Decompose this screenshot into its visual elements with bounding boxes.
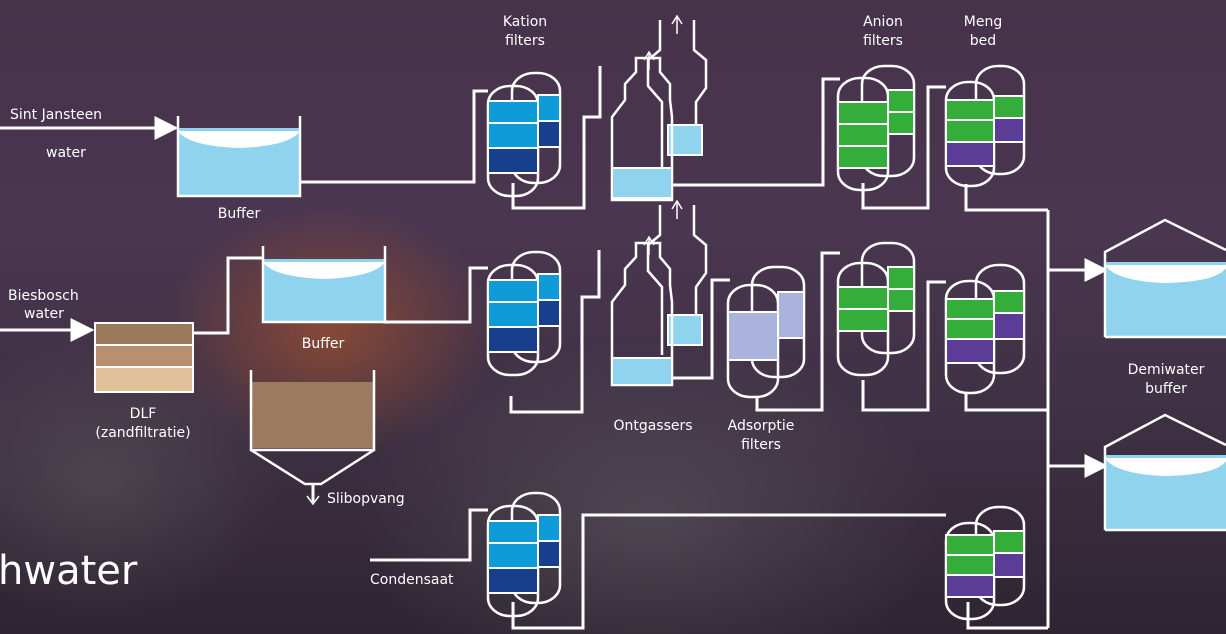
label-bed: bed: [970, 33, 996, 49]
mengbed-unit-3: [944, 505, 1026, 621]
label-anion-filters: filters: [863, 33, 903, 49]
pipe-condensaat-to-kation3: [370, 508, 488, 562]
buffer-biesbosch: [261, 246, 387, 324]
label-sint-jansteen: Sint Jansteen: [10, 107, 102, 123]
label-adsorptie: Adsorptie: [728, 418, 795, 434]
kation-filter-unit-3: [486, 491, 562, 618]
demiwater-buffer-1: [1103, 218, 1226, 339]
buffer-sint-jansteen: [176, 116, 302, 198]
label-dlf: DLF: [130, 406, 157, 422]
label-meng: Meng: [964, 14, 1002, 30]
label-demiwater-buffer: buffer: [1145, 381, 1187, 397]
ontgasser-unit-1: [610, 14, 708, 202]
label-demiwater: Demiwater: [1128, 362, 1205, 378]
kation-filter-unit-1: [486, 71, 562, 198]
label-condensaat: Condensaat: [370, 572, 454, 588]
ontgasser-unit-2: [610, 199, 708, 387]
label-kation: Kation: [503, 14, 547, 30]
label-adsorptie-filters: filters: [741, 437, 781, 453]
slibopvang-settler: [249, 370, 376, 486]
pipe-kation2-to-ontgasser2: [509, 250, 601, 414]
label-buffer-1: Buffer: [218, 206, 261, 222]
label-slibopvang: Slibopvang: [327, 491, 405, 507]
label-kation-filters: filters: [505, 33, 545, 49]
adsorptie-filter-unit: [726, 265, 806, 399]
anion-filter-unit-1: [836, 64, 916, 192]
pipe-anion1-to-meng1: [861, 85, 946, 210]
label-buffer-2: Buffer: [302, 336, 345, 352]
pipe-meng3-to-collector: [966, 602, 1048, 630]
anion-filter-unit-2: [836, 241, 916, 377]
pipe-adsorptie-to-anion2: [755, 251, 840, 412]
label-ontgassers: Ontgassers: [613, 418, 692, 434]
label-sint-water: water: [46, 145, 86, 161]
pipe-anion2-to-meng2: [861, 280, 946, 412]
partial-title-text: hwater: [0, 548, 138, 594]
pipe-meng1-to-collector: [964, 184, 1048, 212]
pipe-buffer2-to-kation2: [383, 266, 488, 324]
label-biesbosch: Biesbosch: [8, 288, 79, 304]
pipe-kation3-to-meng3: [511, 513, 946, 630]
label-zandfiltratie: (zandfiltratie): [95, 425, 190, 441]
dlf-sand-filter: [94, 322, 194, 393]
pipe-ontgasser2-to-adsorptie: [672, 278, 730, 380]
kation-filter-unit-2: [486, 250, 562, 377]
mengbed-unit-2: [944, 263, 1026, 395]
pipes: [0, 66, 1109, 630]
label-anion: Anion: [863, 14, 903, 30]
label-biesbosch-water: water: [24, 306, 64, 322]
pipe-ontgasser1-to-anion1: [672, 77, 840, 187]
pipe-meng2-to-collector: [964, 392, 1048, 412]
demiwater-buffer-2: [1103, 413, 1226, 532]
pipe-buffer1-to-kation1: [299, 89, 488, 184]
mengbed-unit-1: [944, 64, 1026, 188]
pipe-kation1-to-ontgasser1: [511, 66, 602, 210]
pipe-dlf-to-buffer2: [193, 256, 263, 335]
